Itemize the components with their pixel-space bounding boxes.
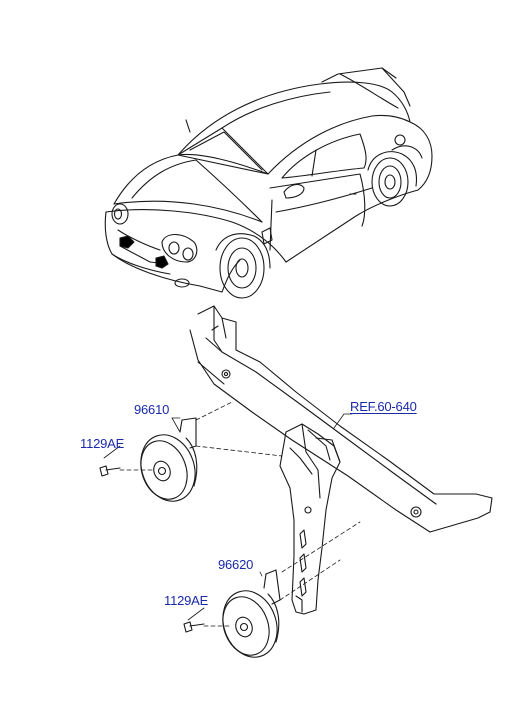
reference-link[interactable]: REF.60-640 xyxy=(350,399,417,414)
part-label-96620: 96620 xyxy=(218,557,254,572)
horn-96620 xyxy=(183,569,281,658)
horn-location-marker-right xyxy=(155,255,169,269)
part-label-96610: 96610 xyxy=(134,402,170,417)
part-label-1129ae-upper: 1129AE xyxy=(80,436,125,451)
car-illustration xyxy=(104,67,433,299)
assembly-dashed-lines xyxy=(119,401,361,627)
front-cross-member xyxy=(189,305,493,615)
part-label-1129ae-lower: 1129AE xyxy=(164,593,209,608)
horn-location-marker-left xyxy=(119,235,135,249)
horn-96610 xyxy=(99,417,198,502)
leader-lines xyxy=(103,413,353,621)
